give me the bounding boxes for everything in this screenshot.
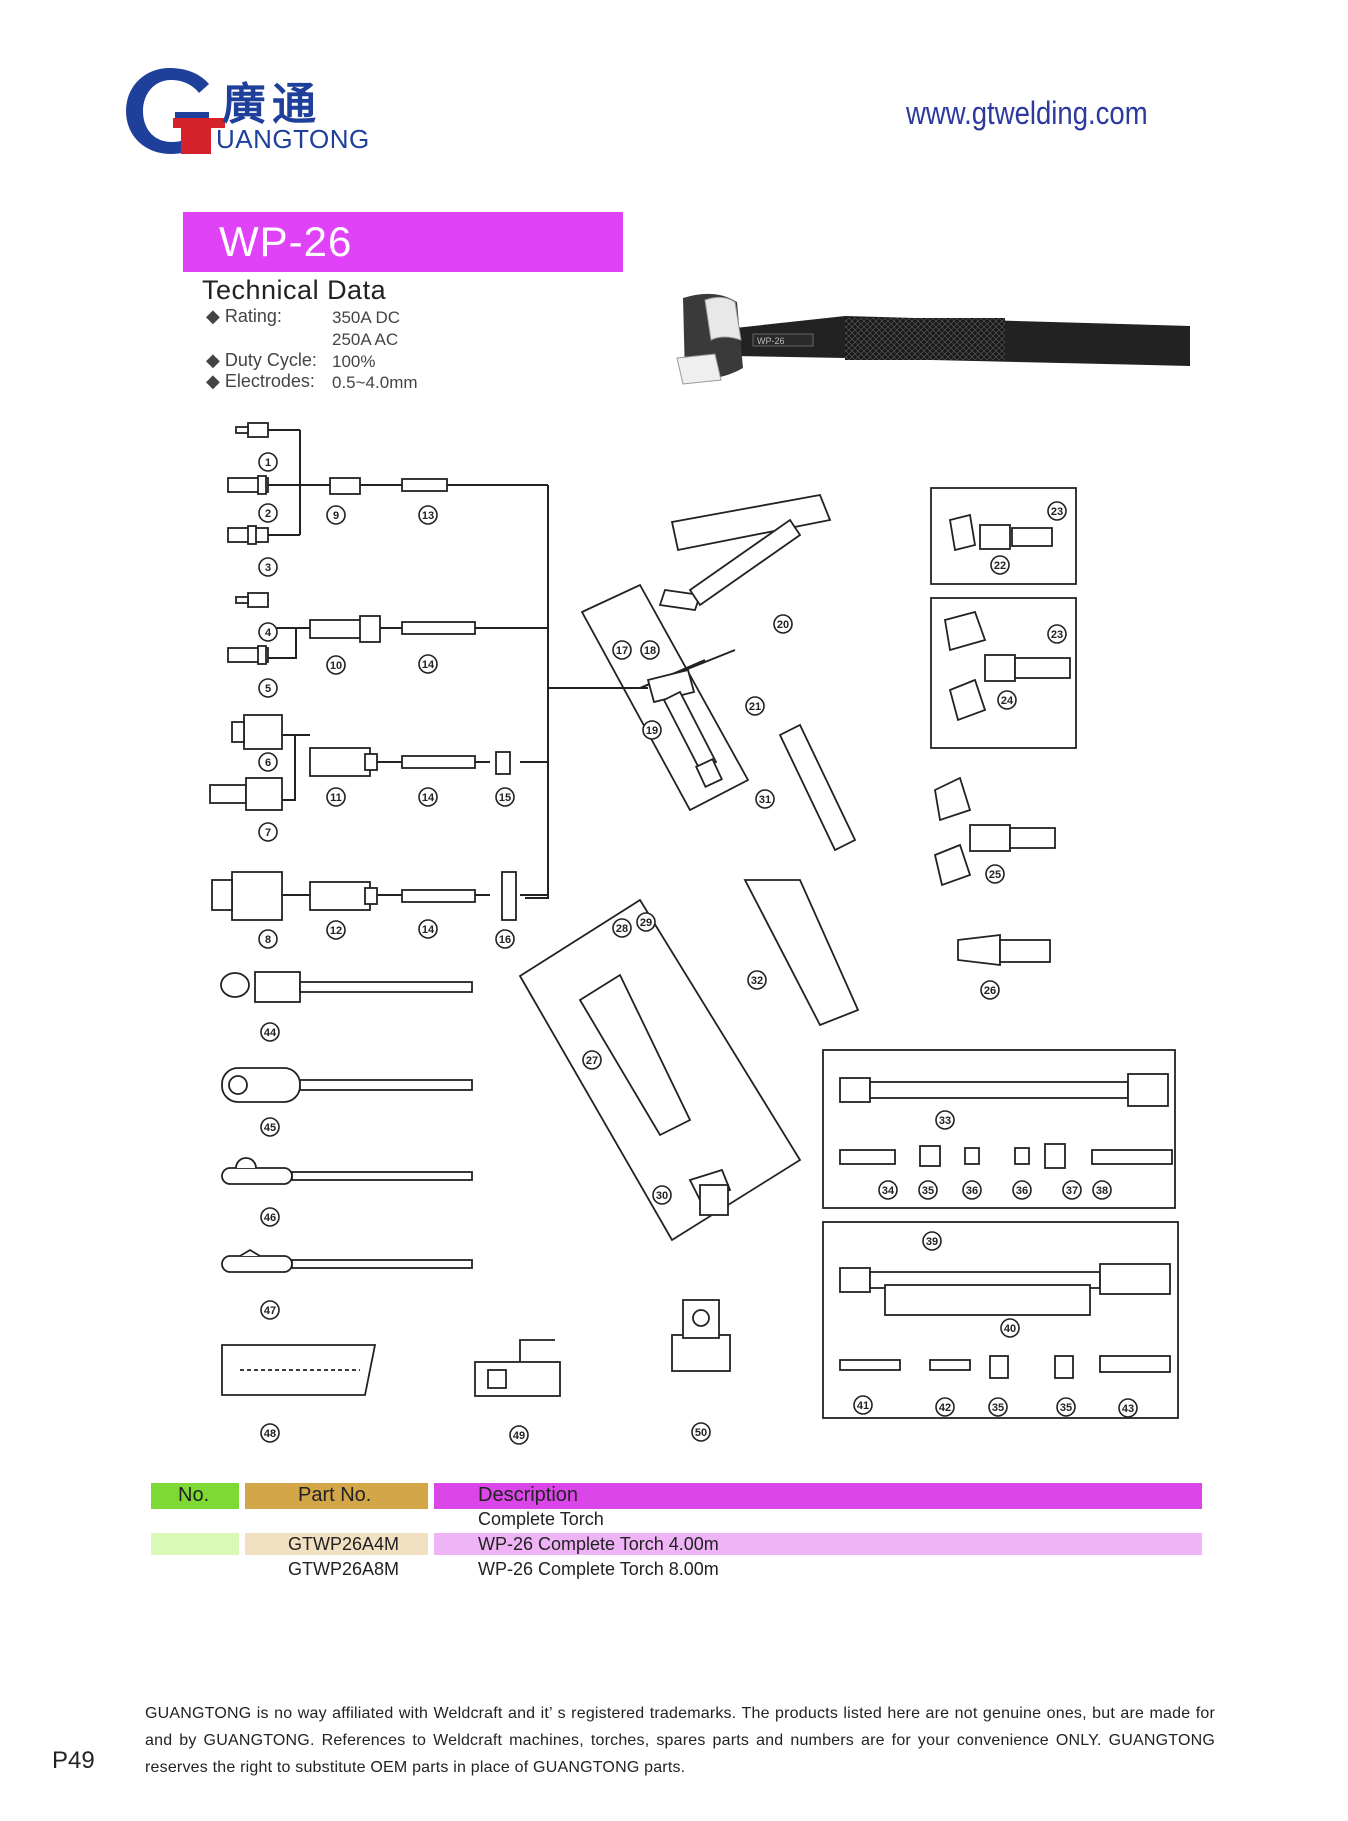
part-callout-8: 8 — [265, 934, 271, 946]
part-callout-1: 1 — [265, 457, 271, 469]
table-row-0-description: Complete Torch — [478, 1509, 604, 1529]
part-callout-40: 40 — [1004, 1323, 1016, 1335]
logo-english-name: UANGTONG — [216, 124, 370, 154]
part-callout-42: 42 — [939, 1402, 951, 1414]
table-header-partno-bg — [245, 1483, 428, 1509]
part-callout-34: 34 — [882, 1185, 895, 1197]
part-callout-14: 14 — [422, 924, 435, 936]
part-callout-5: 5 — [265, 683, 271, 695]
part-callout-11: 11 — [330, 792, 342, 804]
part-callout-44: 44 — [264, 1027, 277, 1039]
table-row-1-description-bg — [434, 1533, 1202, 1555]
part-callout-7: 7 — [265, 827, 271, 839]
part-callout-14: 14 — [422, 792, 435, 804]
part-callout-46: 46 — [264, 1212, 276, 1224]
bullet-icon: ◆ — [206, 306, 220, 326]
part-callout-6: 6 — [265, 757, 271, 769]
table-row-1-partno-bg — [245, 1533, 428, 1555]
part-callout-35: 35 — [992, 1402, 1004, 1414]
technical-data-title: Technical Data — [202, 275, 387, 305]
part-callout-31: 31 — [759, 794, 771, 806]
company-logo-mark: G — [126, 68, 225, 154]
table-header-no-bg — [151, 1483, 239, 1509]
part-callout-48: 48 — [264, 1428, 276, 1440]
table-row-2-part-no: GTWP26A8M — [288, 1559, 400, 1579]
torch-product-image: WP-26 — [676, 293, 1190, 385]
part-callout-50: 50 — [695, 1427, 707, 1439]
part-callout-17: 17 — [616, 645, 628, 657]
part-callout-39: 39 — [926, 1236, 938, 1248]
part-callout-30: 30 — [656, 1190, 668, 1202]
model-banner — [183, 212, 623, 272]
part-callout-37: 37 — [1066, 1185, 1078, 1197]
part-callout-21: 21 — [749, 701, 761, 713]
handle-marking: WP-26 — [757, 336, 785, 346]
part-callout-38: 38 — [1096, 1185, 1108, 1197]
part-callout-32: 32 — [751, 975, 763, 987]
disclaimer-text: GUANGTONG is no way affiliated with Weld… — [145, 1705, 1215, 1776]
part-callout-24: 24 — [1001, 695, 1014, 707]
duty-cycle-label: ◆ Duty Cycle: — [206, 350, 317, 370]
table-row-1-no-bg — [151, 1533, 239, 1555]
electrodes-value: 0.5~4.0mm — [332, 373, 418, 392]
part-callout-19: 19 — [646, 725, 658, 737]
electrodes-label: ◆ Electrodes: — [206, 371, 315, 391]
part-callout-33: 33 — [939, 1115, 951, 1127]
part-callout-36: 36 — [1016, 1185, 1028, 1197]
part-callout-43: 43 — [1122, 1403, 1134, 1415]
part-callout-49: 49 — [513, 1430, 525, 1442]
table-header-description: Description — [478, 1484, 579, 1506]
part-callout-18: 18 — [644, 645, 656, 657]
bullet-icon: ◆ — [206, 371, 220, 391]
page-number: P49 — [52, 1747, 95, 1774]
bullet-icon: ◆ — [206, 350, 220, 370]
table-header-description-bg — [434, 1483, 1202, 1509]
table-row-1-description: WP-26 Complete Torch 4.00m — [478, 1534, 719, 1554]
part-callout-2: 2 — [265, 508, 271, 520]
part-callout-45: 45 — [264, 1122, 276, 1134]
part-callout-29: 29 — [640, 917, 652, 929]
part-callout-27: 27 — [586, 1055, 598, 1067]
part-callout-3: 3 — [265, 562, 271, 574]
part-callout-41: 41 — [857, 1400, 869, 1412]
part-callout-9: 9 — [333, 510, 339, 522]
part-callout-12: 12 — [330, 925, 342, 937]
website-link[interactable]: www.gtwelding.com — [906, 95, 1148, 131]
part-callout-23: 23 — [1051, 629, 1063, 641]
part-callout-35: 35 — [922, 1185, 934, 1197]
part-callout-20: 20 — [777, 619, 789, 631]
table-header-no: No. — [178, 1484, 210, 1506]
part-callout-13: 13 — [422, 510, 434, 522]
part-callout-15: 15 — [499, 792, 511, 804]
exploded-parts-diagram: 1234567891011121314141415161718192021222… — [209, 422, 1179, 1445]
part-callout-26: 26 — [984, 985, 996, 997]
part-callout-47: 47 — [264, 1305, 276, 1317]
part-callout-28: 28 — [616, 923, 628, 935]
part-callout-35: 35 — [1060, 1402, 1072, 1414]
table-row-2-description: WP-26 Complete Torch 8.00m — [478, 1559, 719, 1579]
part-callout-4: 4 — [265, 627, 272, 639]
rating-dc-value: 350A DC — [332, 308, 401, 327]
model-name: WP-26 — [219, 218, 353, 265]
table-row-1-part-no: GTWP26A4M — [288, 1534, 400, 1554]
part-callout-36: 36 — [966, 1185, 978, 1197]
rating-label: ◆ Rating: — [206, 306, 282, 326]
part-callout-23: 23 — [1051, 506, 1063, 518]
table-header-part-no: Part No. — [298, 1484, 372, 1506]
part-callout-22: 22 — [994, 560, 1006, 572]
duty-cycle-value: 100% — [332, 352, 376, 371]
part-callout-16: 16 — [499, 934, 511, 946]
part-callout-10: 10 — [330, 660, 342, 672]
logo-chinese-name: 廣通 — [222, 79, 322, 130]
rating-ac-value: 250A AC — [332, 330, 399, 349]
part-callout-14: 14 — [422, 659, 435, 671]
part-callout-25: 25 — [989, 869, 1001, 881]
